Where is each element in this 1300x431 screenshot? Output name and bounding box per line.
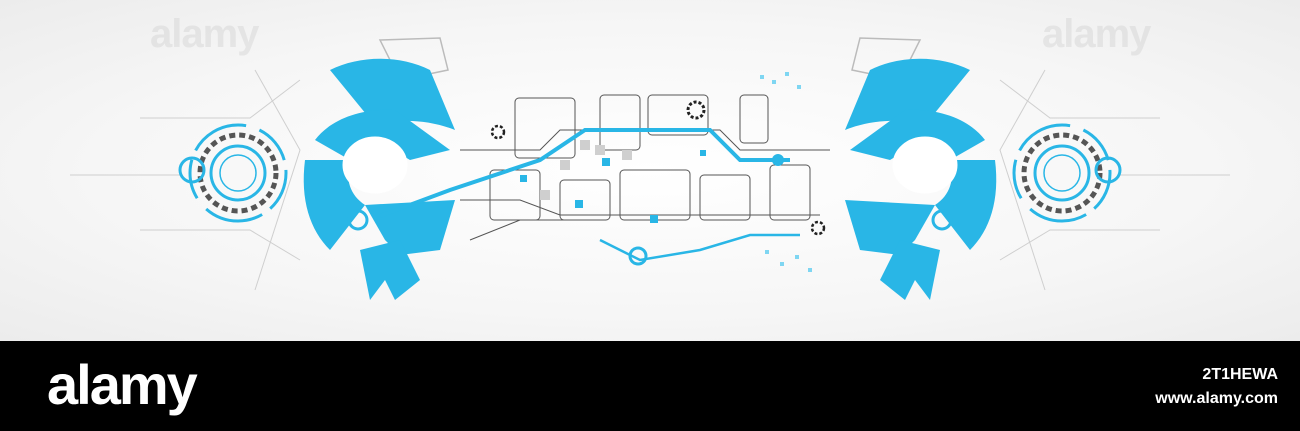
gear-icon — [686, 100, 706, 120]
right-big-gear — [845, 37, 997, 300]
left-big-gear — [303, 37, 455, 300]
gear-icon — [810, 220, 826, 236]
circuit-board — [379, 72, 830, 272]
circuit-artwork — [70, 37, 1230, 300]
right-small-dial — [1012, 123, 1122, 223]
gear-icon — [490, 124, 506, 140]
tech-illustration: alamy alamy — [0, 0, 1300, 341]
guide-lines — [70, 69, 1230, 291]
footer-url[interactable]: www.alamy.com — [1155, 390, 1278, 407]
watermark-right: alamy — [1042, 12, 1151, 56]
image-id: 2T1HEWA — [1202, 366, 1278, 383]
footer-logo[interactable]: alamy — [47, 353, 198, 416]
watermark-left: alamy — [150, 12, 259, 56]
left-small-dial — [178, 123, 288, 223]
footer-bar: alamy 2T1HEWA www.alamy.com — [0, 341, 1300, 431]
